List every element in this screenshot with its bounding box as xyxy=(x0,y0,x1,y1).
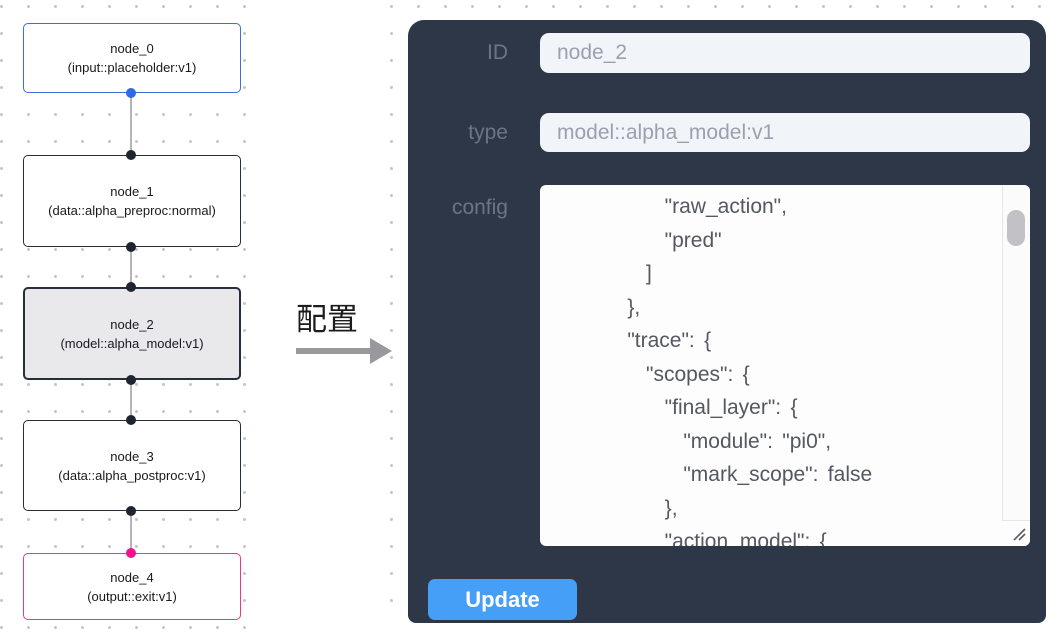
port-dot-node1-in[interactable] xyxy=(126,150,136,160)
port-dot-node3-in[interactable] xyxy=(126,415,136,425)
flow-node-node_4[interactable]: node_4 (output::exit:v1) xyxy=(23,553,241,620)
edge-node3-node4 xyxy=(130,511,132,553)
node-text: node_2 (model::alpha_model:v1) xyxy=(60,315,203,353)
update-button[interactable]: Update xyxy=(428,579,577,620)
flow-node-node_0[interactable]: node_0 (input::placeholder:v1) xyxy=(23,23,241,93)
flow-node-node_2[interactable]: node_2 (model::alpha_model:v1) xyxy=(23,287,241,380)
node-text: node_3 (data::alpha_postproc:v1) xyxy=(58,447,205,485)
config-json-text: "raw_action", "pred" ] }, "trace": { "sc… xyxy=(627,195,873,546)
node-title: node_0 xyxy=(110,41,154,56)
edge-node1-node2 xyxy=(130,247,132,287)
node-subtitle: (data::alpha_preproc:normal) xyxy=(48,203,216,218)
id-field-label: ID xyxy=(487,41,508,64)
config-panel: ID type config "raw_action", "pred" ] },… xyxy=(408,20,1046,623)
node-subtitle: (input::placeholder:v1) xyxy=(67,60,197,75)
scrollbar-thumb[interactable] xyxy=(1007,210,1025,246)
flow-node-node_3[interactable]: node_3 (data::alpha_postproc:v1) xyxy=(23,420,241,511)
scrollbar-track[interactable] xyxy=(1002,185,1030,520)
port-dot-node4-in[interactable] xyxy=(126,548,136,558)
node-title: node_1 xyxy=(110,184,154,199)
node-subtitle: (model::alpha_model:v1) xyxy=(60,335,204,351)
node-text: node_4 (output::exit:v1) xyxy=(87,568,177,606)
config-textarea[interactable]: "raw_action", "pred" ] }, "trace": { "sc… xyxy=(540,185,1030,546)
id-input[interactable] xyxy=(540,33,1030,73)
type-input[interactable] xyxy=(540,113,1030,152)
flow-node-node_1[interactable]: node_1 (data::alpha_preproc:normal) xyxy=(23,155,241,247)
port-dot-node2-in[interactable] xyxy=(126,282,136,292)
node-title: node_3 xyxy=(110,448,154,464)
edge-node2-node3 xyxy=(130,380,132,420)
port-dot-node3-out[interactable] xyxy=(126,506,136,516)
type-field-label: type xyxy=(468,121,508,144)
node-text: node_0 (input::placeholder:v1) xyxy=(68,39,197,77)
node-subtitle: (data::alpha_postproc:v1) xyxy=(58,467,206,483)
transition-label: 配置 xyxy=(296,302,358,337)
port-dot-node0-out[interactable] xyxy=(126,88,136,98)
node-subtitle: (output::exit:v1) xyxy=(87,588,177,604)
resize-handle-icon xyxy=(1013,528,1026,541)
node-title: node_4 xyxy=(110,569,154,585)
config-field-label: config xyxy=(451,196,508,219)
port-dot-node2-out[interactable] xyxy=(126,375,136,385)
right-arrow-icon xyxy=(296,338,394,364)
node-title: node_2 xyxy=(110,316,154,332)
resize-corner[interactable] xyxy=(1002,520,1030,546)
edge-node0-node1 xyxy=(130,93,132,155)
port-dot-node1-out[interactable] xyxy=(126,242,136,252)
node-text: node_1 (data::alpha_preproc:normal) xyxy=(48,182,216,220)
